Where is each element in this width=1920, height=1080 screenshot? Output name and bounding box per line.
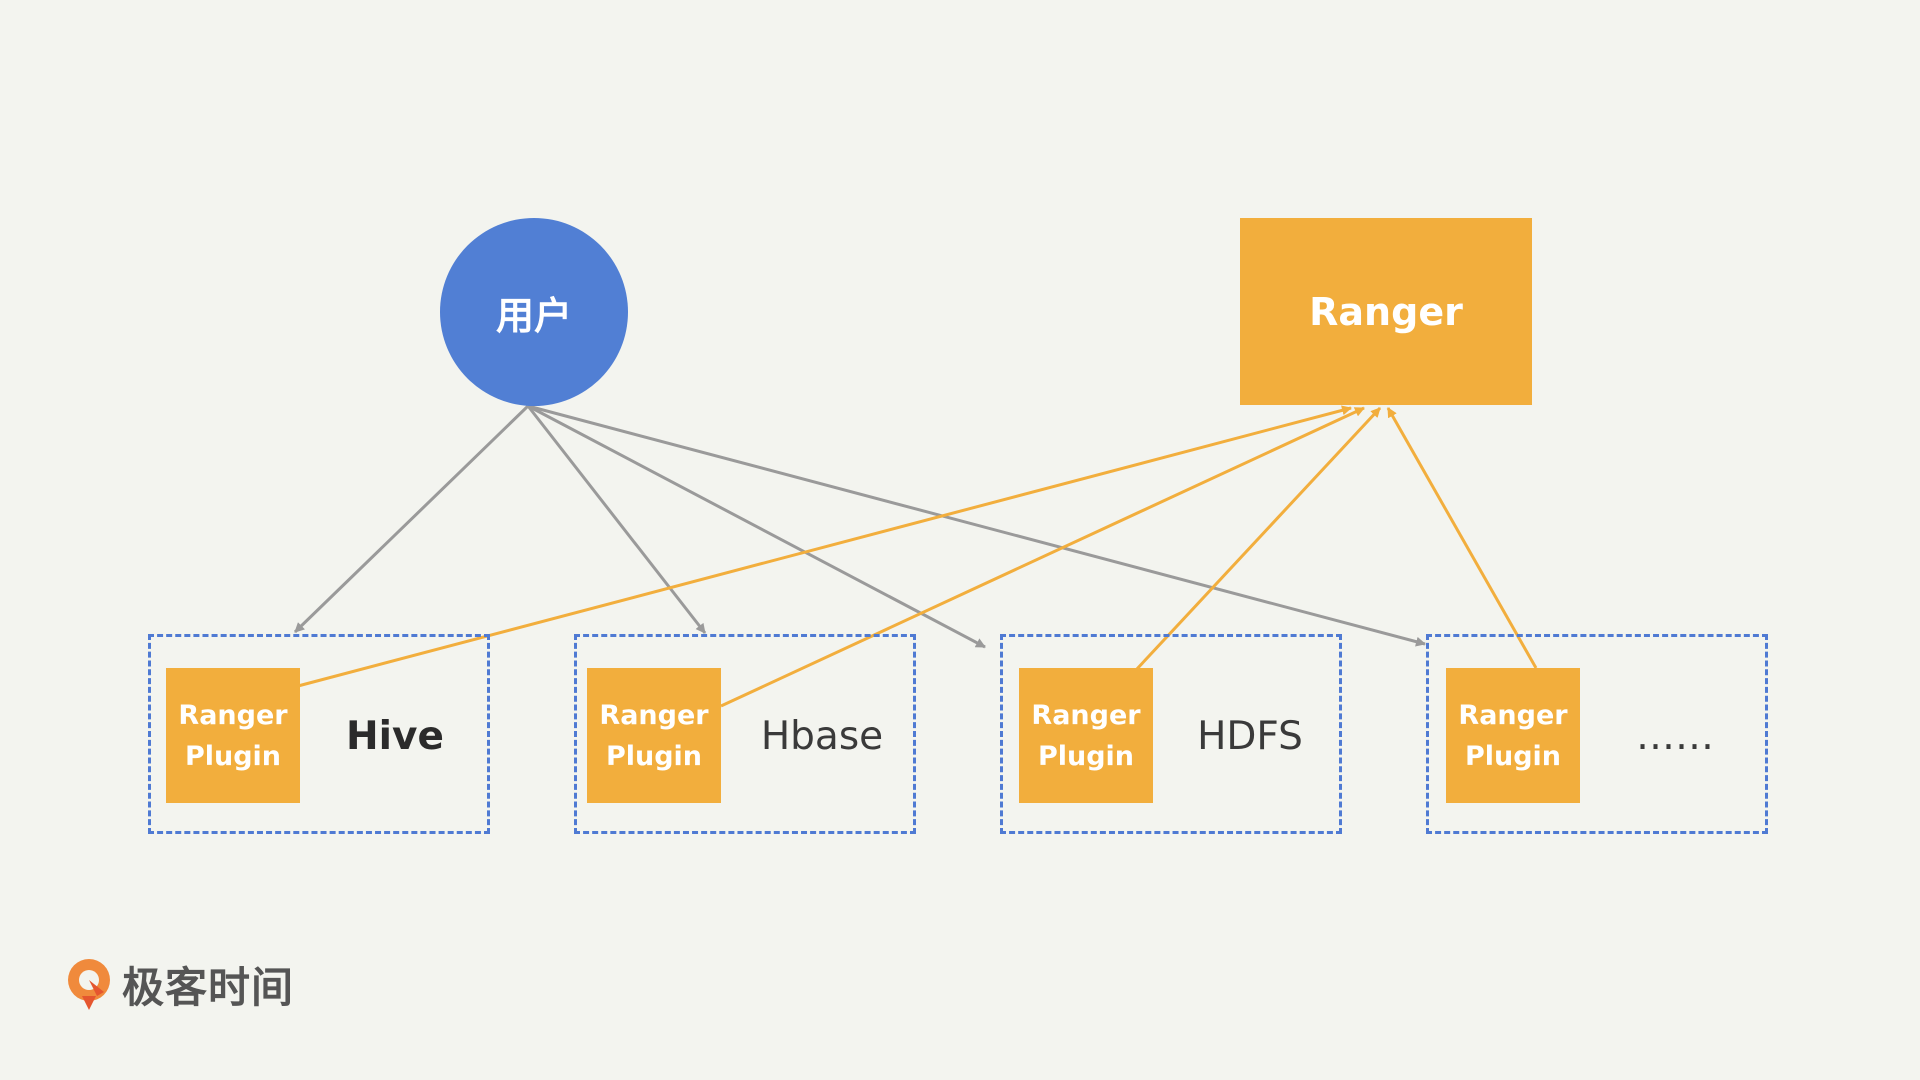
plugin-label-line2: Plugin (184, 740, 282, 772)
hive-ranger-plugin: Ranger Plugin (166, 668, 300, 803)
hive-group (148, 634, 490, 834)
hbase-ranger-plugin: Ranger Plugin (587, 668, 721, 803)
hbase-group (574, 634, 916, 834)
hdfs-ranger-plugin: Ranger Plugin (1019, 668, 1153, 803)
ranger-server-node: Ranger (1240, 218, 1532, 405)
more-ranger-plugin: Ranger Plugin (1446, 668, 1580, 803)
plugin-label-line1: Ranger (178, 699, 288, 731)
plugin-label-line1: Ranger (1458, 699, 1568, 731)
ranger-server-label: Ranger (1309, 289, 1463, 334)
plugin-label-line1: Ranger (599, 699, 709, 731)
hive-plugin-to-ranger-arrow (297, 405, 1352, 688)
plugin-label-line1: Ranger (1031, 699, 1141, 731)
more-plugin-to-ranger-arrow (1386, 407, 1538, 669)
user-to-hbase-arrow (526, 405, 707, 634)
user-to-hive-arrow (293, 404, 530, 634)
plugin-label-line2: Plugin (1037, 740, 1135, 772)
hdfs-group (1000, 634, 1342, 834)
geekbang-logo-text: 极客时间 (122, 962, 295, 1012)
user-node: 用户 (440, 218, 628, 406)
user-to-more-arrow (527, 404, 1426, 647)
hbase-plugin-to-ranger-arrow (720, 406, 1365, 708)
hdfs-plugin-to-ranger-arrow (1134, 406, 1382, 672)
more-group (1426, 634, 1768, 834)
plugin-label-line2: Plugin (605, 740, 703, 772)
plugin-label-line2: Plugin (1464, 740, 1562, 772)
more-service-label: …… (1636, 713, 1714, 759)
hdfs-service-label: HDFS (1197, 713, 1303, 759)
geekbang-logo: 极客时间 (64, 954, 294, 1014)
hive-service-label: Hive (346, 713, 444, 759)
user-to-hdfs-arrow (527, 404, 986, 649)
hbase-service-label: Hbase (760, 713, 884, 759)
geekbang-logo-icon (64, 956, 114, 1012)
user-node-label: 用户 (495, 293, 572, 338)
